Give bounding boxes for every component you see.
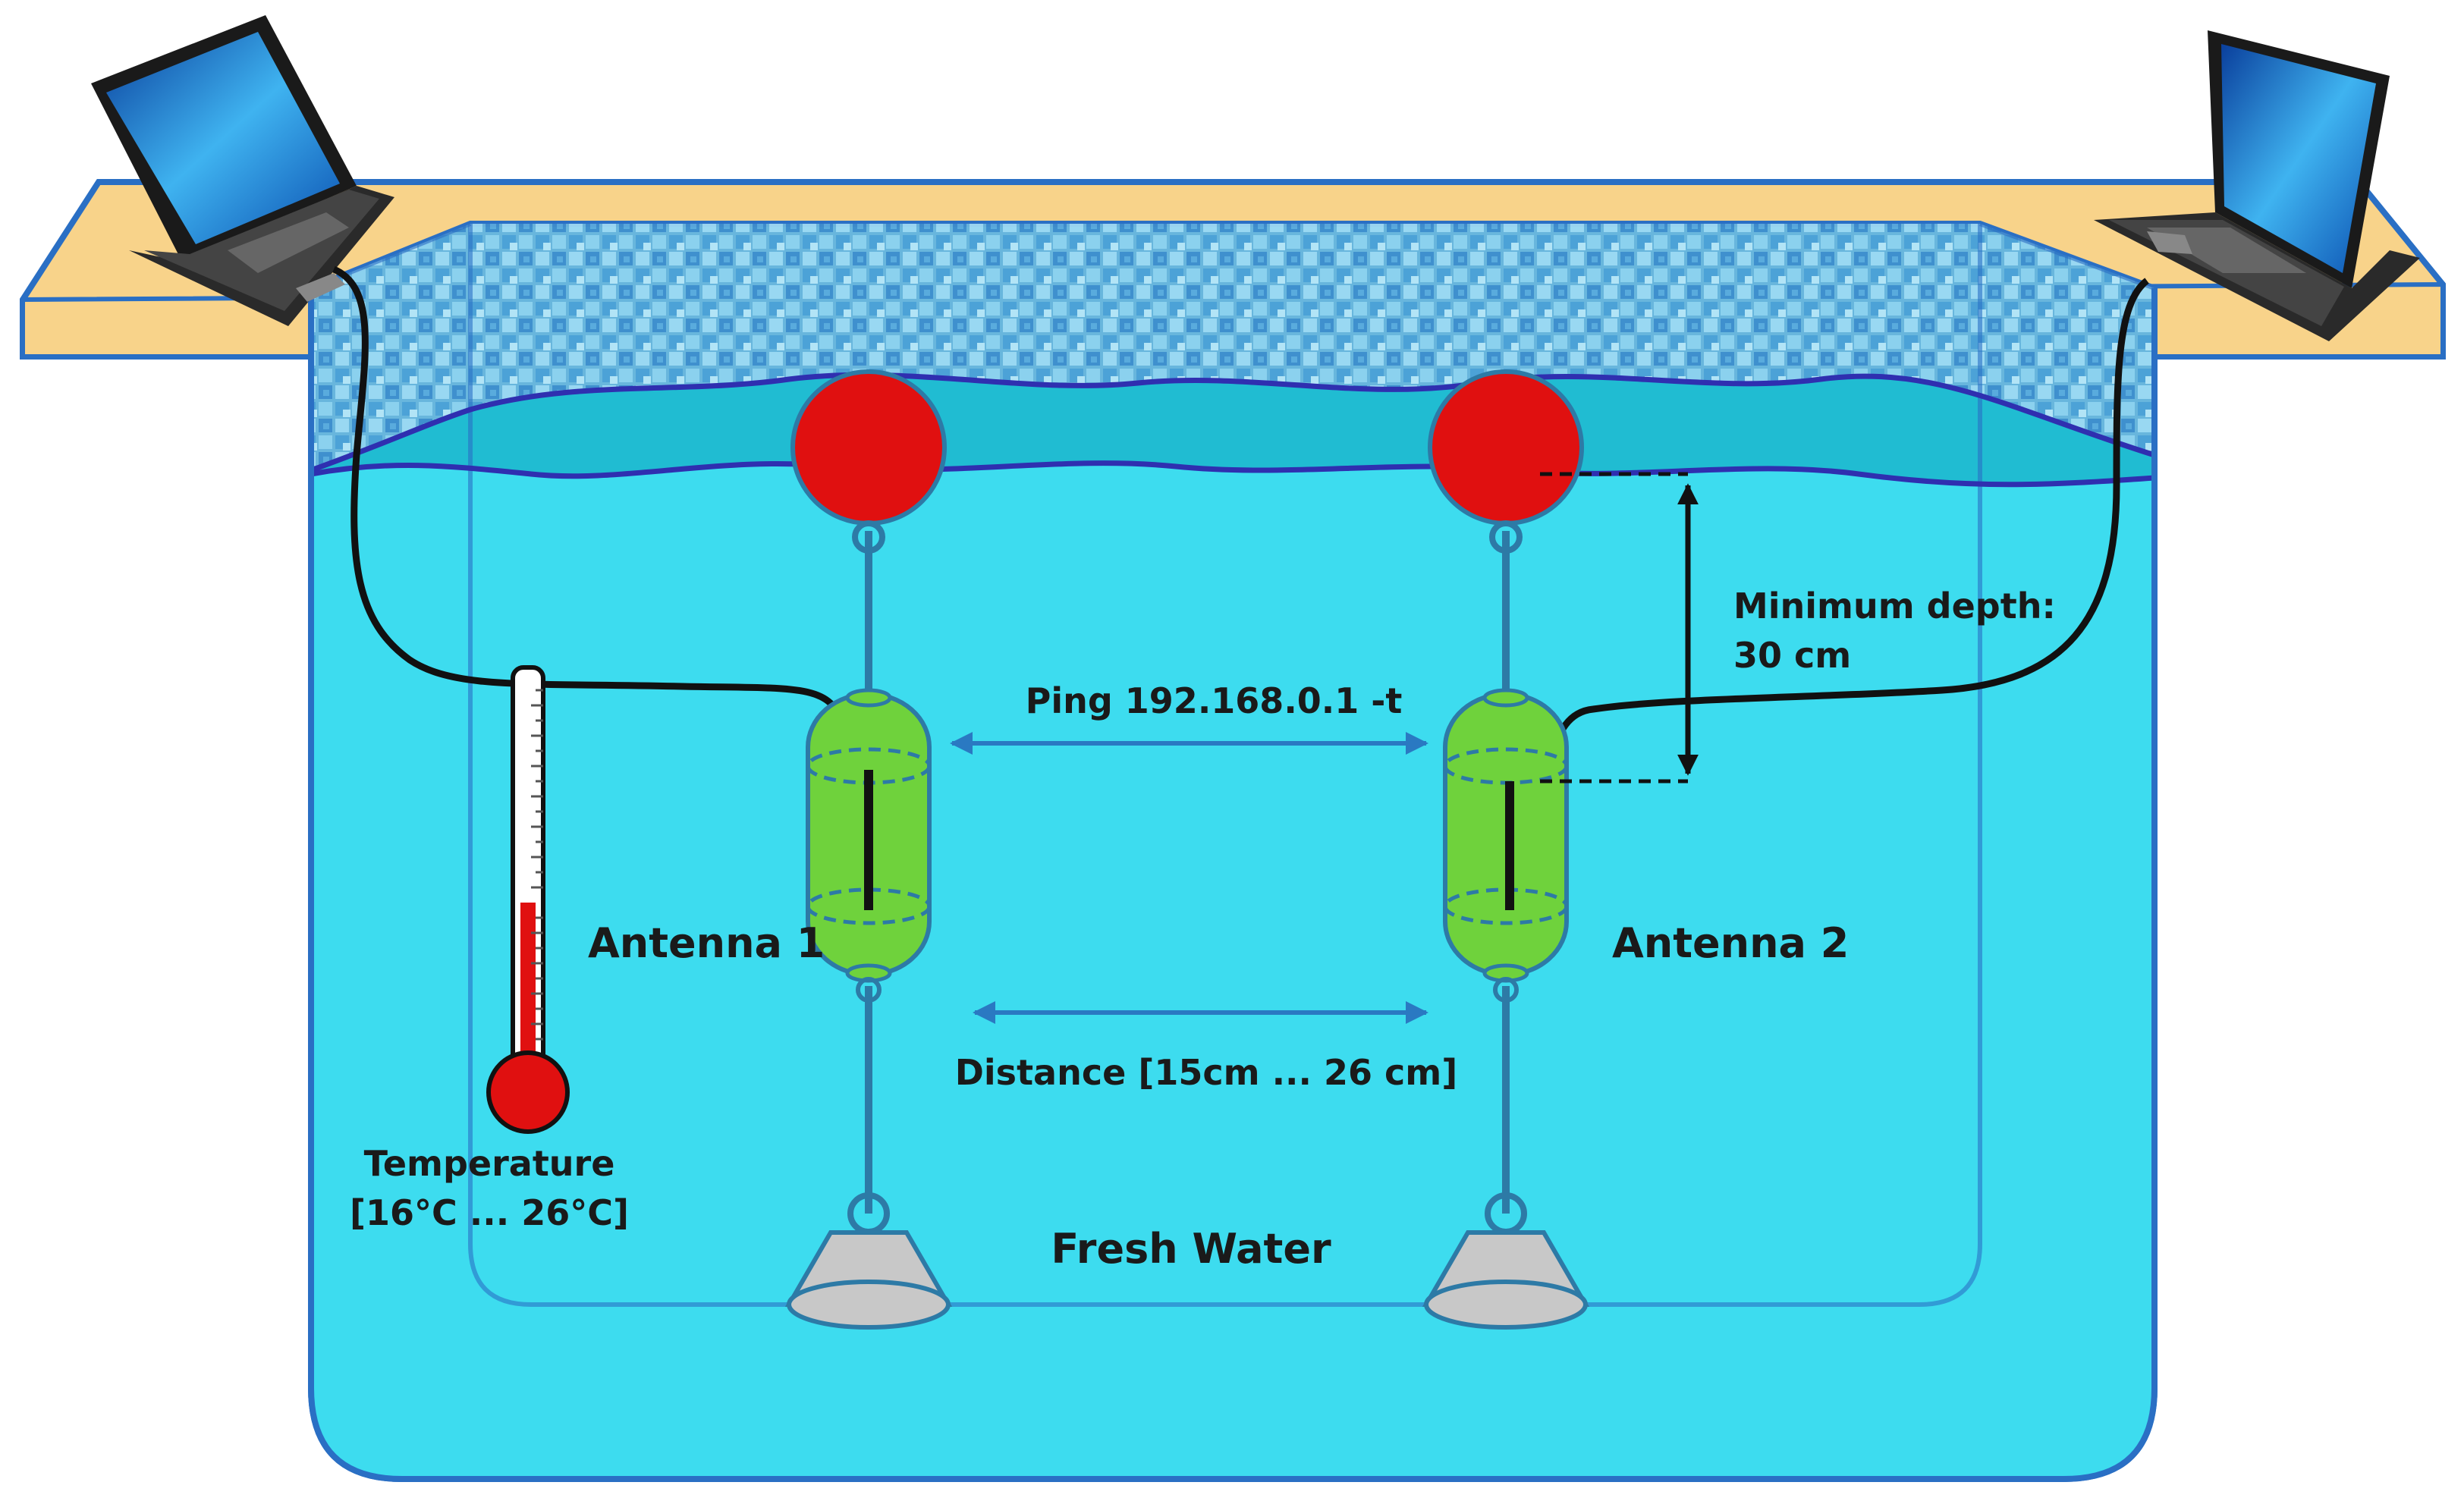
cables <box>332 265 2149 910</box>
minimum-depth-value: 30 cm <box>1733 635 1851 676</box>
antenna-canister-icon <box>806 688 932 983</box>
laptop-left-icon <box>91 15 394 326</box>
minimum-depth-label: Minimum depth: <box>1733 586 2056 626</box>
antenna-1-label: Antenna 1 <box>588 919 825 967</box>
antenna-unit-1 <box>784 369 953 1330</box>
antenna-2-label: Antenna 2 <box>1612 919 1849 967</box>
buoy-icon <box>1428 369 1584 526</box>
temperature-label: Temperature <box>364 1143 615 1184</box>
ping-label: Ping 192.168.0.1 -t <box>1026 680 1403 721</box>
laptop-right-icon <box>2094 30 2420 341</box>
distance-label: Distance [15cm ... 26 cm] <box>955 1052 1458 1093</box>
fresh-water-label: Fresh Water <box>1051 1225 1331 1273</box>
anchor-weight-icon <box>784 1230 953 1330</box>
minimum-depth-indicator <box>1540 472 1699 783</box>
buoy-icon <box>790 369 947 526</box>
thermometer-icon <box>486 665 570 1134</box>
antenna-unit-2 <box>1422 369 1590 1330</box>
antenna-canister-icon <box>1443 688 1569 983</box>
pool-basin <box>308 221 2158 1482</box>
anchor-weight-icon <box>1422 1230 1590 1330</box>
temperature-range: [16°C ... 26°C] <box>350 1192 629 1233</box>
